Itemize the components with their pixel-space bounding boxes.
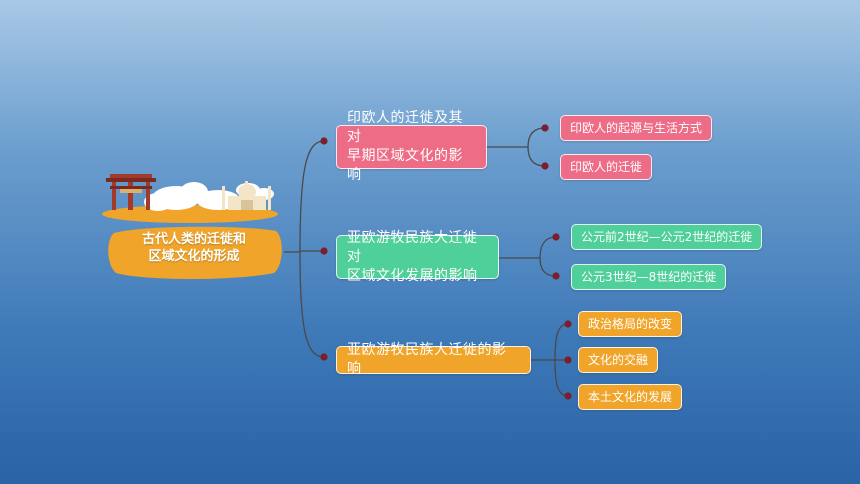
dot-b3-c3 <box>564 392 572 400</box>
leaf-2-1-label: 公元前2世纪—公元2世纪的迁徙 <box>581 230 753 244</box>
root-title-line-2: 区域文化的形成 <box>148 249 240 264</box>
leaf-node-2-1[interactable]: 公元前2世纪—公元2世纪的迁徙 <box>571 224 763 250</box>
leaf-node-2-2[interactable]: 公元3世纪—8世纪的迁徙 <box>571 264 727 290</box>
branch-node-2[interactable]: 亚欧游牧民族大迁徙对 区域文化发展的影响 <box>336 230 499 284</box>
connector-trunk <box>299 140 325 358</box>
dot-b2-c1 <box>552 233 560 241</box>
branch-2-line-1: 亚欧游牧民族大迁徙对 <box>347 229 478 265</box>
dot-b3-c1 <box>564 320 572 328</box>
leaf-node-3-3[interactable]: 本土文化的发展 <box>578 384 683 410</box>
dot-b1-c2 <box>541 162 549 170</box>
branch-2-line-2: 区域文化发展的影响 <box>347 267 478 284</box>
palace-icon <box>222 181 271 210</box>
leaf-1-1-label: 印欧人的起源与生活方式 <box>570 121 703 135</box>
leaf-node-3-2[interactable]: 文化的交融 <box>578 347 659 373</box>
connector-b1-fork <box>527 127 546 167</box>
leaf-3-2-label: 文化的交融 <box>588 353 649 367</box>
branch-1-line-2: 早期区域文化的影响 <box>347 148 463 183</box>
leaf-node-1-2[interactable]: 印欧人的迁徙 <box>560 154 653 180</box>
dot-b3 <box>320 353 328 361</box>
branch-1-line-1: 印欧人的迁徙及其对 <box>347 110 463 145</box>
landmarks-illustration <box>102 174 278 223</box>
dot-b2 <box>320 247 328 255</box>
branch-3-label: 亚欧游牧民族大迁徙的影响 <box>347 342 507 377</box>
root-node-shape <box>108 226 282 279</box>
leaf-1-2-label: 印欧人的迁徙 <box>570 160 643 174</box>
gate-icon <box>106 174 156 210</box>
root-node[interactable]: 古代人类的迁徙和 区域文化的形成 <box>104 231 284 265</box>
leaf-3-3-label: 本土文化的发展 <box>588 390 673 404</box>
dot-b2-c2 <box>552 272 560 280</box>
leaf-node-1-1[interactable]: 印欧人的起源与生活方式 <box>560 115 713 141</box>
leaf-node-3-1[interactable]: 政治格局的改变 <box>578 311 683 337</box>
dot-b3-c2 <box>564 356 572 364</box>
branch-node-1[interactable]: 印欧人的迁徙及其对 早期区域文化的影响 <box>336 110 487 183</box>
branch-node-3[interactable]: 亚欧游牧民族大迁徙的影响 <box>336 342 531 377</box>
leaf-2-2-label: 公元3世纪—8世纪的迁徙 <box>581 270 717 284</box>
leaf-3-1-label: 政治格局的改变 <box>588 317 673 331</box>
dot-b1 <box>320 137 328 145</box>
connector-b2-fork <box>539 236 557 277</box>
root-title-line-1: 古代人类的迁徙和 <box>141 232 246 247</box>
dot-b1-c1 <box>541 124 549 132</box>
